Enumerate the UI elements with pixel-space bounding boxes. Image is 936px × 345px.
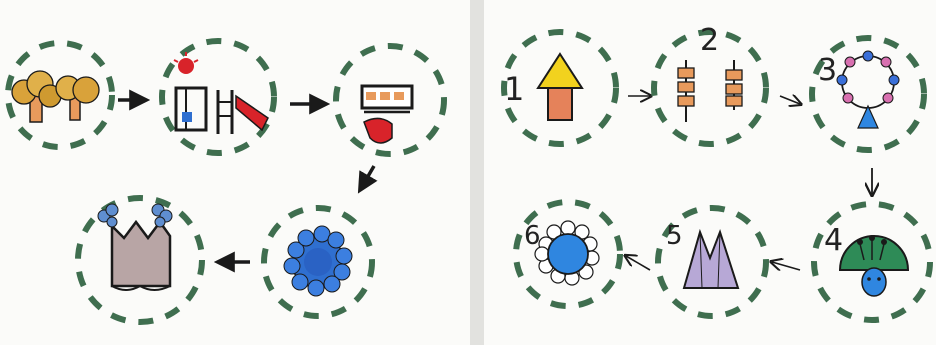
step-1: 1 — [504, 32, 616, 144]
playground-slide-icon — [174, 52, 268, 134]
arrow-right — [780, 96, 800, 104]
step-bridge — [336, 46, 444, 154]
step-number: 1 — [504, 70, 524, 108]
arrow-left — [772, 262, 800, 270]
blue-flower-icon — [535, 221, 599, 285]
blue-flower-icon — [284, 226, 352, 296]
step-castle — [78, 198, 202, 322]
totem-poles-icon — [678, 60, 742, 122]
left-sequence — [8, 41, 444, 322]
trees-icon — [12, 71, 99, 122]
step-number: 5 — [666, 221, 683, 251]
step-5: 5 — [658, 208, 766, 316]
step-6: 6 — [516, 202, 620, 306]
step-2: 2 — [654, 23, 766, 144]
bridge-icon — [362, 86, 412, 143]
step-number: 3 — [818, 53, 837, 88]
step-4: 4 — [814, 204, 930, 320]
arrow-down-left — [360, 166, 374, 190]
arrow-up-icon — [538, 54, 582, 120]
peacock-icon — [840, 235, 908, 296]
castle-icon — [98, 204, 172, 290]
right-sequence: 1 2 — [504, 23, 930, 320]
step-playground — [162, 41, 274, 153]
necklace-icon — [837, 51, 899, 128]
step-number: 2 — [700, 23, 719, 58]
step-3: 3 — [812, 38, 924, 150]
step-blue-flower — [264, 208, 372, 316]
mountain-icon — [684, 232, 738, 288]
step-number: 4 — [824, 223, 843, 258]
arrow-left — [626, 256, 650, 270]
step-trees — [8, 43, 112, 147]
step-number: 6 — [524, 221, 541, 251]
